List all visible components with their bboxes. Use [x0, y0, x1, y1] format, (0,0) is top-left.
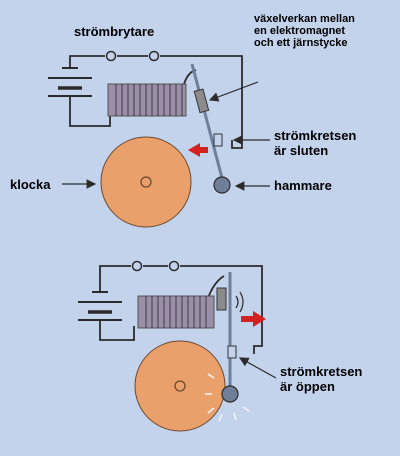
contact-top: [213, 133, 223, 147]
electromagnet-bottom: [137, 295, 215, 329]
ring-sound-lines: [205, 373, 250, 422]
electromagnet-top: [107, 83, 187, 117]
open-circuit-diagram: [78, 260, 277, 432]
hammer-head-bottom: [221, 385, 239, 403]
bell-bottom: [134, 340, 226, 432]
bottom-wiring: [99, 265, 263, 354]
bell-top: [100, 136, 192, 228]
switch-terminal-right: [148, 50, 160, 62]
movement-arrow-left: [188, 143, 208, 157]
bell-bolt-top: [140, 176, 152, 188]
label-circuit-open: strömkretsen är öppen: [280, 364, 363, 394]
movement-arrow-right: [241, 311, 266, 327]
label-circuit-closed: strömkretsen är sluten: [274, 128, 357, 158]
vibration-lines: [235, 291, 244, 313]
switch-terminal-left: [105, 50, 117, 62]
switch-terminal-left-bottom: [131, 260, 143, 272]
iron-armature-bottom: [216, 287, 227, 311]
label-bell: klocka: [10, 177, 51, 192]
hammer-head-top: [213, 176, 231, 194]
contact-bottom: [227, 345, 237, 359]
pointer-circuit-open: [238, 357, 277, 379]
battery-bottom: [78, 290, 122, 326]
battery-top: [48, 62, 92, 102]
switch-terminal-right-bottom: [168, 260, 180, 272]
bell-bolt-bottom: [174, 380, 186, 392]
label-switch: strömbrytare: [74, 24, 155, 39]
hammer-arm-top: [190, 63, 224, 179]
iron-armature-top: [193, 88, 210, 114]
label-hammer: hammare: [274, 178, 332, 193]
pointer-interaction: [208, 81, 259, 102]
closed-circuit-diagram: [48, 50, 270, 228]
label-interaction: växelverkan mellan en elektromagnet och …: [254, 13, 355, 49]
